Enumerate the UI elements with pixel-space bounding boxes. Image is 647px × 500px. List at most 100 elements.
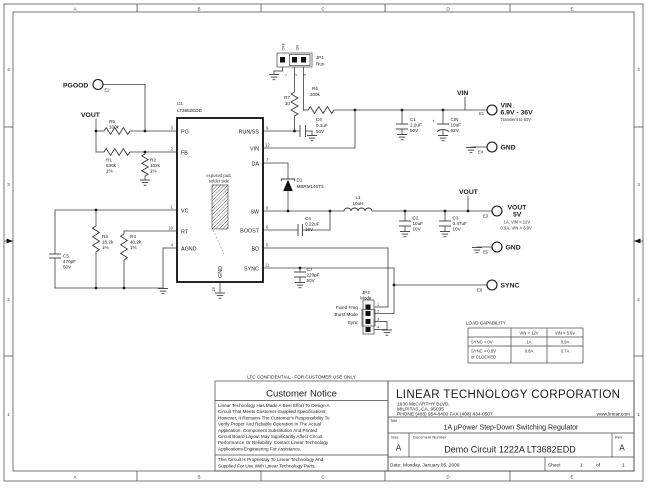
- jp1-pin2-num: 2: [294, 74, 298, 76]
- size-label: Size: [391, 435, 400, 440]
- sheet-of-label: of: [596, 463, 601, 469]
- c2-value: 10uF: [413, 221, 424, 226]
- jp2-ref: JP2: [362, 290, 370, 295]
- cin-volt: 63V: [451, 128, 460, 133]
- pin-rt: RT: [181, 230, 189, 236]
- pin-vc: VC: [181, 209, 189, 215]
- cin-ref: CIN: [451, 117, 459, 122]
- notice-line-2: Circuit That Meets Customer-Supplied Spe…: [218, 409, 327, 414]
- r1-value: 536k: [106, 163, 117, 168]
- pin-vc-num: 1: [171, 205, 174, 210]
- r5-value: 100k: [109, 125, 120, 130]
- resistor-r2: [140, 153, 150, 177]
- pin-sw: SW: [250, 210, 260, 216]
- terminal-e4-name: GND: [501, 145, 516, 152]
- jp1-on-label: ON: [296, 45, 300, 51]
- terminal-e1-name: VIN: [501, 103, 512, 110]
- resistor-r1: [103, 147, 131, 157]
- jp1-pin3-num: 3: [303, 74, 307, 76]
- pin-da: DA: [252, 162, 260, 168]
- company-address-1: 1630 McCARTHY BLVD.: [397, 402, 450, 408]
- net-label-pgood: PGOOD: [63, 83, 88, 90]
- rev-value: A: [619, 444, 625, 453]
- r3-ref: R3: [102, 234, 108, 239]
- zone-bottom-a: A: [73, 475, 77, 480]
- document-number: Demo Circuit 1222A LT3682EDD: [444, 445, 576, 455]
- cin-value: 10uF: [451, 123, 462, 128]
- pin-bd-num: 5: [266, 243, 269, 248]
- zone-right-2: 2: [637, 297, 640, 302]
- exposed-pad-label-1: exposed pad,: [206, 173, 231, 178]
- sheet-label: Sheet: [548, 463, 561, 469]
- sheet-total: 1: [622, 463, 625, 469]
- r2-tol: 1%: [150, 169, 157, 174]
- r6-ref: R6: [312, 86, 318, 91]
- jp1-name: Run: [316, 62, 325, 67]
- zone-left-3: 3: [7, 182, 10, 187]
- resistor-r6: [307, 105, 335, 115]
- terminal-e5-name: GND: [506, 245, 521, 252]
- drawing-title: 1A µPower Step-Down Switching Regulator: [444, 425, 579, 432]
- terminal-e1: E1 VIN 6.9V - 36V Transient to 60V: [479, 103, 533, 123]
- jumper-jp1: JP1 Run OFF ON 1 2 3: [276, 42, 325, 76]
- capacitor-cin: [436, 123, 450, 132]
- pin-gnd: GND: [218, 266, 224, 278]
- terminal-e5: E5 GND: [483, 241, 521, 255]
- diode-d1: D1 MBRM140T3: [281, 178, 325, 191]
- resistor-r3: [91, 225, 101, 253]
- terminal-e3-load2: 0.9A, VIN > 6.9V: [501, 226, 533, 231]
- zone-left-1: 1: [7, 412, 10, 417]
- c1-value: 2.2uF: [410, 123, 422, 128]
- jp1-off-label: OFF: [282, 42, 286, 50]
- r1-ref: R1: [106, 158, 112, 163]
- zone-right-3: 3: [637, 182, 640, 187]
- u1-part: LT3682EDD: [177, 108, 203, 113]
- load-table-row1-label: SYNC = 0V: [471, 340, 493, 345]
- load-table-row2-v2: 0.7A: [561, 349, 570, 354]
- c7-value: 220pF: [307, 273, 320, 278]
- d1-part: MBRM140T3: [297, 184, 325, 189]
- pin-sync: SYNC: [244, 267, 259, 273]
- title-block: LINEAR TECHNOLOGY CORPORATION 1630 McCAR…: [387, 380, 635, 472]
- terminal-e3-voltage: 5V: [513, 212, 522, 219]
- terminal-e3-load1: 1A, VIN > 12V: [504, 220, 531, 225]
- capacitor-c5: [49, 253, 61, 259]
- terminals: E2 E1 VIN 6.9V - 36V Transient to 60V E4…: [92, 78, 533, 293]
- net-label-vout-right: VOUT: [459, 189, 479, 196]
- r7-ref: R7: [284, 95, 290, 100]
- company-website: www.linear.com: [597, 412, 630, 418]
- c3-volt: 10V: [453, 227, 462, 232]
- load-capability-table: LOAD CAPABILITY VIN > 12V VIN > 6.9V SYN…: [466, 321, 584, 364]
- load-table-col2: VIN > 6.9V: [555, 331, 576, 336]
- c4-ref: C4: [305, 216, 311, 221]
- terminal-e4: E4 GND: [478, 141, 516, 155]
- resistors: [91, 91, 335, 261]
- zone-top-d: D: [446, 7, 450, 12]
- c1-ref: C1: [410, 117, 416, 122]
- wires: [54, 66, 493, 330]
- pin-pg: PG: [181, 130, 189, 136]
- pin-boost: BOOST: [240, 229, 260, 235]
- pin-da-num: 7: [266, 158, 269, 163]
- resistor-r5: [103, 126, 131, 136]
- capacitors: [49, 123, 451, 278]
- jp2-pin1-num: 1: [377, 303, 379, 307]
- c4-volt: 16V: [305, 227, 314, 232]
- pin-vin-num: 12: [265, 143, 270, 148]
- pin-fb-num: 2: [171, 147, 174, 152]
- pin-runss: RUN/SS: [239, 130, 260, 136]
- pin-sw-num: 8: [266, 206, 269, 211]
- terminal-e5-id: E5: [483, 250, 489, 255]
- notice-line-7: Performance Or Reliability. Contact Line…: [218, 440, 329, 445]
- title-label: Title: [390, 418, 398, 423]
- jp2-pin4-num: 4: [377, 326, 379, 330]
- c7-ref: C7: [307, 267, 313, 272]
- r4-tol: 1%: [130, 245, 137, 250]
- r1-tol: 1%: [106, 169, 113, 174]
- rev-label: Rev: [615, 435, 622, 440]
- r6-value: 200k: [310, 92, 321, 97]
- l1-ref: L1: [355, 195, 361, 200]
- load-table-col1: VIN > 12V: [519, 331, 538, 336]
